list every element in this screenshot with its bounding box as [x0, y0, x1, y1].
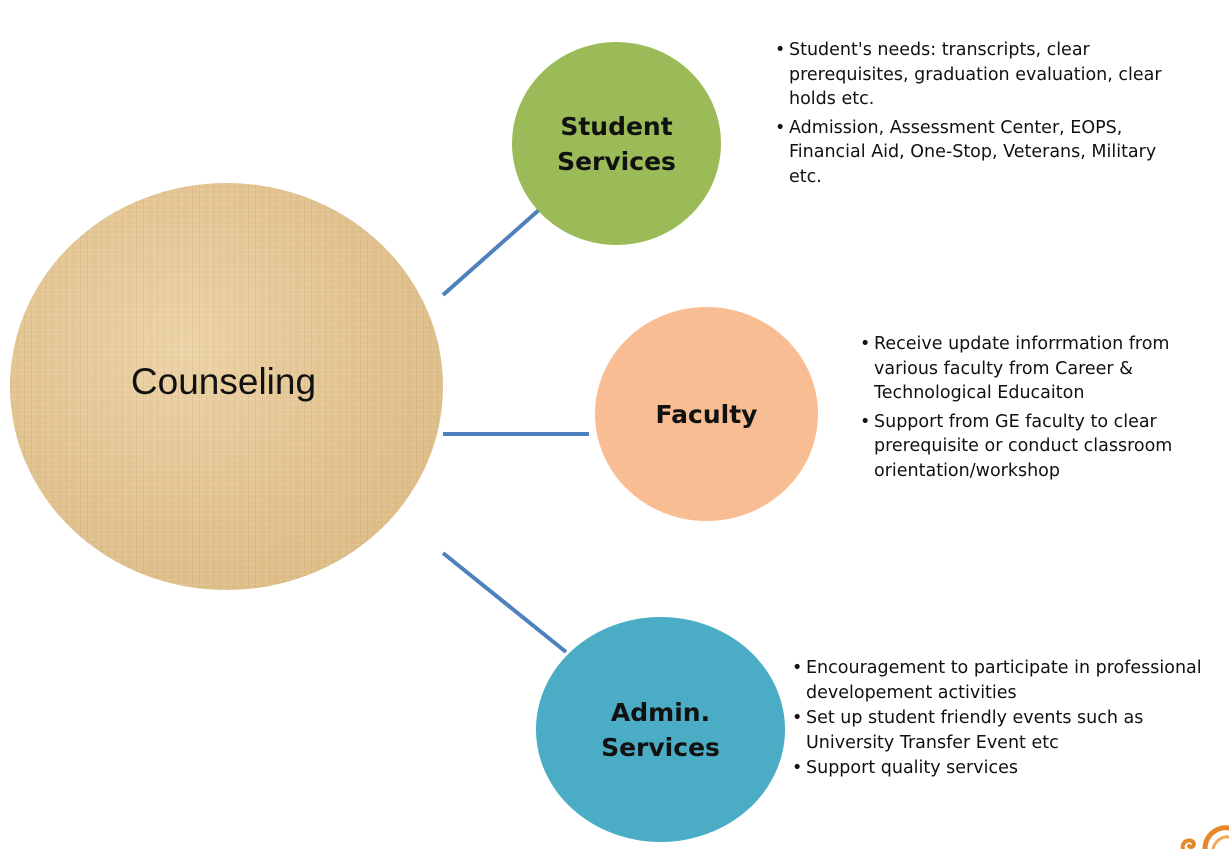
bullet-dot-icon: •: [860, 411, 871, 432]
bullet-text: Support quality services: [806, 758, 1018, 778]
bullet-item: •Receive update inforrmation from variou…: [860, 332, 1229, 406]
connector-student-services: [441, 207, 542, 297]
bullet-text: Receive update inforrmation from various…: [874, 334, 1170, 403]
bullet-text: Support from GE faculty to clear prerequ…: [874, 411, 1173, 481]
faculty-circle: Faculty: [595, 307, 818, 521]
bullet-text: Encouragement to participate in professi…: [806, 658, 1202, 703]
student-services-label: Student Services: [557, 111, 676, 176]
faculty-label: Faculty: [655, 399, 758, 429]
bullet-dot-icon: •: [860, 334, 871, 354]
bullet-item: •Support quality services: [792, 756, 1212, 781]
bullet-item: •Set up student friendly events such as …: [792, 706, 1212, 755]
counseling-circle: Counseling: [10, 183, 443, 590]
bullet-text: Student's needs: transcripts, clear prer…: [789, 40, 1162, 109]
bullet-dot-icon: •: [775, 117, 786, 138]
admin-services-circle: Admin. Services: [536, 617, 785, 842]
admin-services-bullets: • Encouragement to participate in profes…: [792, 656, 1212, 782]
bullet-item: •Support from GE faculty to clear prereq…: [860, 410, 1229, 484]
swirl-logo-icon: [1180, 825, 1229, 849]
bullet-text: Set up student friendly events such as U…: [806, 708, 1144, 753]
bullet-item: •Admission, Assessment Center, EOPS, Fin…: [775, 116, 1175, 190]
bullet-dot-icon: •: [792, 758, 803, 778]
bullet-text: Admission, Assessment Center, EOPS, Fina…: [789, 117, 1157, 187]
bullet-dot-icon: •: [792, 708, 803, 728]
admin-services-label: Admin. Services: [601, 697, 720, 762]
student-services-circle: Student Services: [512, 42, 721, 245]
bullet-dot-icon: •: [792, 658, 803, 678]
connector-admin-services: [441, 551, 568, 654]
faculty-bullets: •Receive update inforrmation from variou…: [860, 332, 1229, 487]
bullet-item: • Encouragement to participate in profes…: [792, 656, 1212, 705]
bullet-dot-icon: •: [775, 40, 786, 60]
counseling-label: Counseling: [130, 360, 317, 402]
student-services-bullets: •Student's needs: transcripts, clear pre…: [775, 38, 1175, 193]
bullet-item: •Student's needs: transcripts, clear pre…: [775, 38, 1175, 112]
